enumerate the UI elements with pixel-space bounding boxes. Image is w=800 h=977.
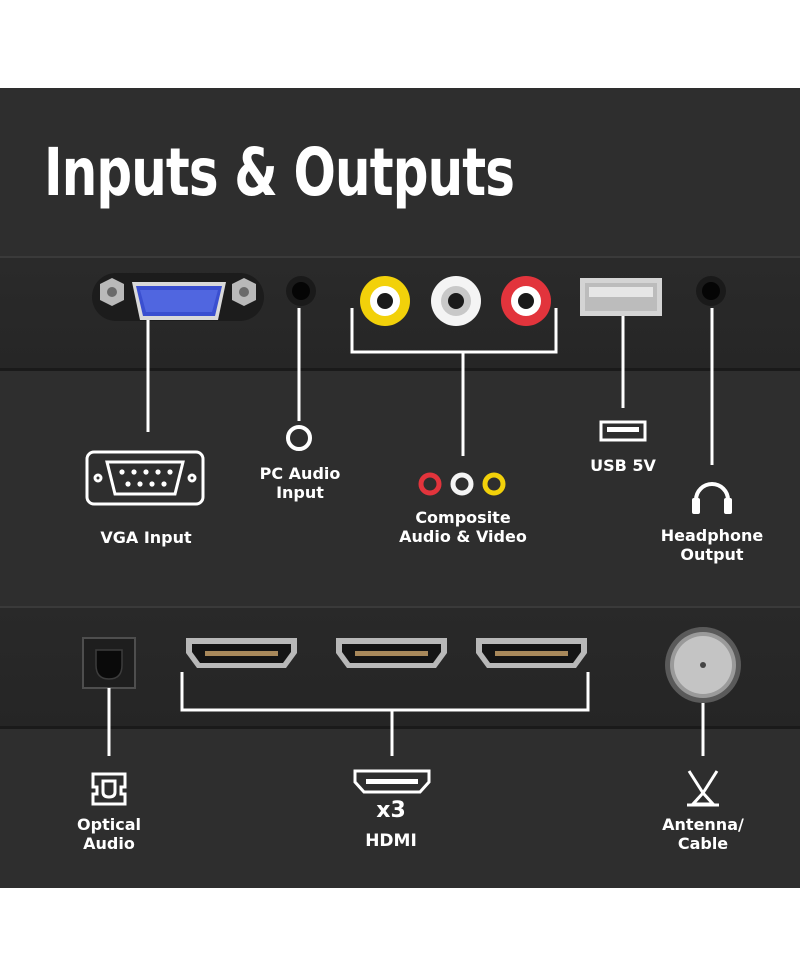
ports-panel: Inputs & Outputs <box>0 88 800 888</box>
antenna-icon <box>687 770 719 807</box>
vga-input-label: VGA Input <box>100 528 192 547</box>
vga-port-icon <box>85 450 205 506</box>
antenna-port <box>665 627 741 703</box>
hdmi-label: HDMI <box>365 831 417 851</box>
vga-port <box>92 273 264 321</box>
composite-label: Composite Audio & Video <box>399 508 527 546</box>
headphone-icon <box>692 482 732 514</box>
audio-jack-icon <box>286 425 312 451</box>
page-title: Inputs & Outputs <box>44 134 515 211</box>
pc-audio-input-label: PC Audio Input <box>259 464 341 502</box>
upper-connector-lines <box>146 308 714 465</box>
rca-icon <box>418 472 506 496</box>
optical-audio-label: Optical Audio <box>77 815 141 853</box>
rca-red-jack <box>501 276 551 326</box>
hdmi-port-1 <box>186 638 297 668</box>
pc-audio-jack <box>286 276 316 306</box>
rca-white-jack <box>431 276 481 326</box>
headphone-jack <box>696 276 726 306</box>
usb-port <box>580 278 662 316</box>
lower-connector-lines <box>107 672 705 756</box>
headphone-output-label: Headphone Output <box>660 526 764 564</box>
hdmi-port-3 <box>476 638 587 668</box>
rca-yellow-jack <box>360 276 410 326</box>
usb-label: USB 5V <box>590 456 656 475</box>
usb-icon <box>599 420 647 442</box>
hdmi-port-2 <box>336 638 447 668</box>
optical-port <box>82 637 136 689</box>
antenna-cable-label: Antenna/ Cable <box>662 815 744 853</box>
ports-illustration <box>82 273 741 807</box>
hdmi-icon <box>353 769 431 794</box>
hdmi-count-label: x3 <box>376 798 406 823</box>
optical-icon <box>91 772 127 806</box>
